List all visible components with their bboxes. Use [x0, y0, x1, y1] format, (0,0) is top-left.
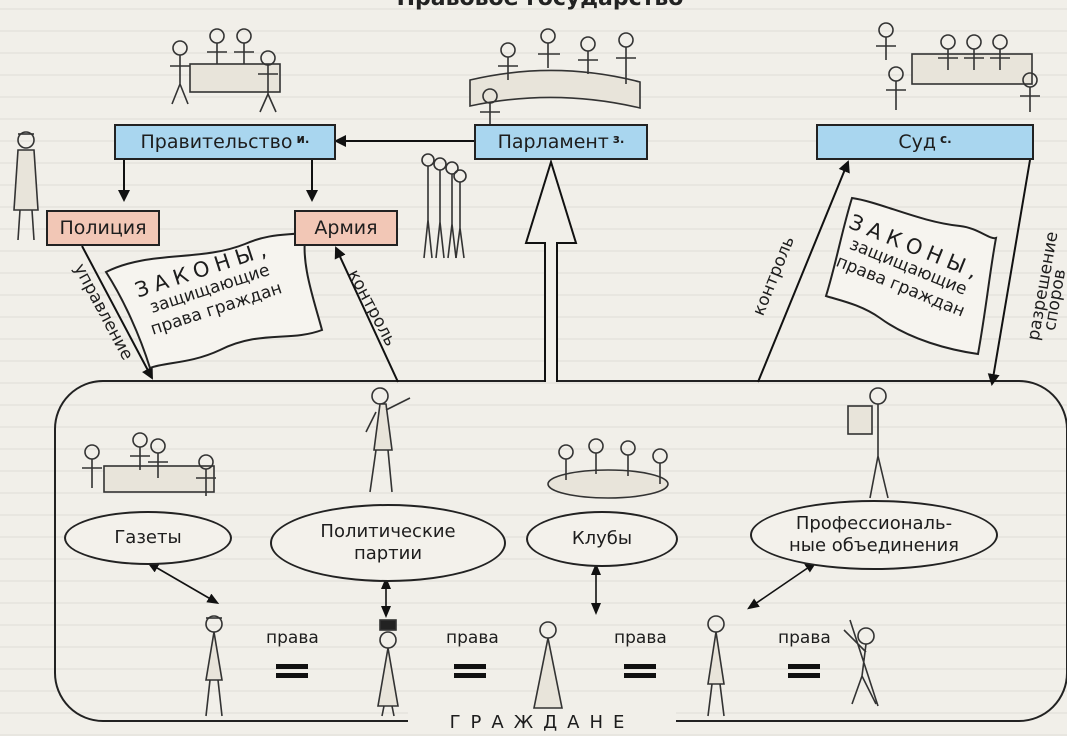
diagram-title: Правовое государство: [260, 0, 820, 11]
citizens-label: ГРАЖДАНЕ: [408, 712, 676, 733]
arrow-citizens-to-parliament: [524, 158, 578, 382]
org-parties-line1: Политические: [320, 521, 456, 542]
flag-right-shape: [824, 196, 998, 356]
equals-sign-2: [454, 664, 486, 678]
army-box: Армия: [294, 210, 398, 246]
rights-label-2: права: [446, 628, 499, 648]
org-parties: Политические партии: [270, 504, 506, 582]
government-mark: и.: [296, 132, 310, 146]
policeman-illustration: [13, 131, 39, 241]
rights-label-3: права: [614, 628, 667, 648]
orator-illustration: [365, 387, 411, 493]
rights-label-4: права: [778, 628, 831, 648]
org-newspapers-label: Газеты: [114, 527, 182, 548]
flag-left-shape: [104, 230, 324, 370]
government-label: Правительство: [140, 131, 293, 153]
org-parties-line2: партии: [353, 543, 423, 564]
org-newspapers: Газеты: [64, 511, 232, 565]
newspaper-office-illustration: [82, 432, 216, 496]
government-meeting-illustration: [170, 28, 281, 113]
police-label: Полиция: [59, 217, 147, 239]
org-unions: Профессиональ- ные объединения: [750, 500, 998, 570]
org-unions-line1: Профессиональ-: [795, 513, 953, 534]
rights-label-1: права: [266, 628, 319, 648]
police-box: Полиция: [46, 210, 160, 246]
arrow-court-control: [757, 160, 850, 383]
government-box: Правительство и.: [114, 124, 336, 160]
equals-sign-4: [788, 664, 820, 678]
newspaper-reader-illustration: [847, 387, 889, 499]
arrow-police-governance: [81, 245, 153, 380]
arrow-army-control: [334, 246, 399, 383]
equals-sign-3: [624, 664, 656, 678]
arrow-court-disputes: [987, 159, 1031, 386]
court-illustration: [876, 22, 1040, 112]
org-clubs-label: Клубы: [571, 528, 633, 549]
org-clubs: Клубы: [526, 511, 678, 567]
figures: [13, 22, 1040, 717]
army-label: Армия: [314, 217, 378, 239]
court-box: Суд с.: [816, 124, 1034, 160]
court-label: Суд: [898, 131, 936, 153]
citizens-illustration: [205, 615, 879, 717]
parliament-mark: з.: [612, 132, 625, 146]
court-mark: с.: [939, 132, 952, 146]
equals-sign-1: [276, 664, 308, 678]
parliament-illustration: [469, 28, 641, 126]
club-illustration: [547, 438, 669, 499]
soldiers-illustration: [421, 153, 467, 259]
parliament-label: Парламент: [497, 131, 609, 153]
parliament-box: Парламент з.: [474, 124, 648, 160]
org-unions-line2: ные объединения: [789, 535, 959, 556]
